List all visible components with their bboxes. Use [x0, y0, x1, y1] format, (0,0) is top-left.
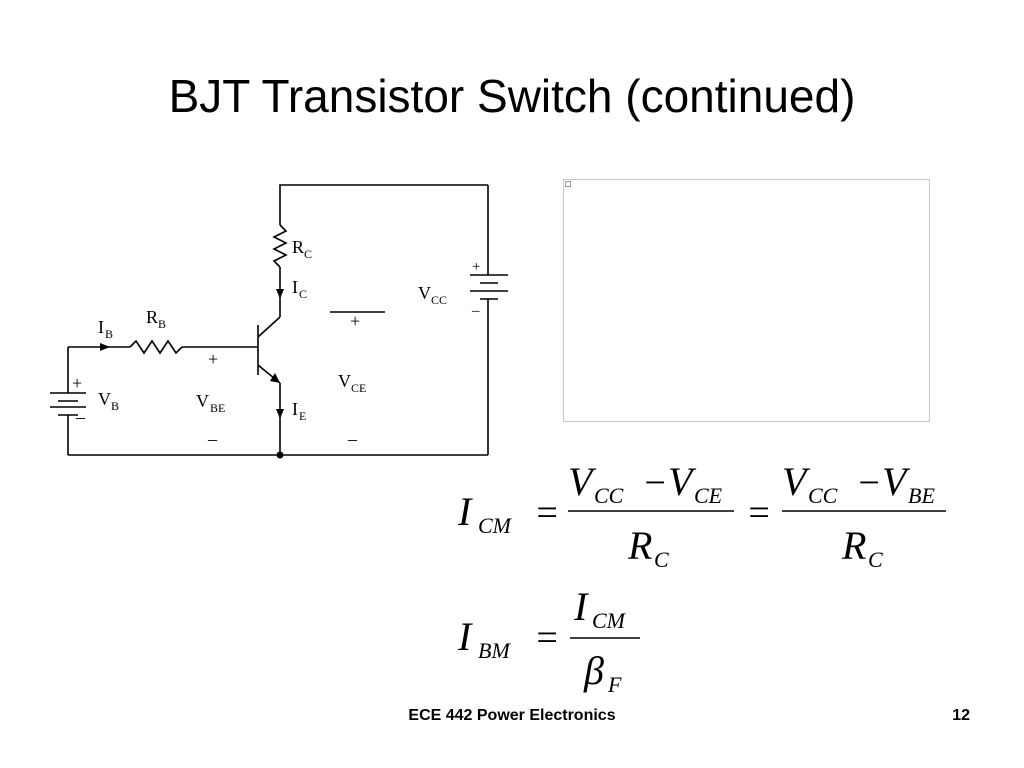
bjt-switch-circuit-diagram: I B R B + – V B + V BE – R C I C I E + V…: [40, 175, 520, 465]
eq-icm-num1b-sub: CE: [694, 483, 723, 508]
label-vbe-sub: BE: [210, 401, 225, 415]
equation-ibm-svg: I BM = I CM β F: [457, 590, 640, 697]
footer-course-name: ECE 442 Power Electronics: [408, 707, 616, 724]
label-ib-sub: B: [105, 327, 113, 341]
arrow-emitter: [270, 373, 280, 383]
eq-icm-num2b-sub: BE: [908, 483, 935, 508]
label-vce-plus: +: [350, 311, 360, 331]
equation-ibm: I BM = I CM β F: [450, 590, 650, 700]
eq-ibm-num-i: I: [573, 590, 589, 629]
label-rc: R: [292, 237, 304, 257]
eq-icm-den2-r: R: [841, 523, 866, 568]
label-ib: I: [98, 317, 104, 337]
eq-icm-equals-2: =: [746, 492, 772, 534]
transistor-collector-leg: [257, 316, 281, 338]
label-vb-minus: –: [75, 407, 86, 427]
label-ie-sub: E: [299, 409, 306, 423]
eq-icm-num2b-v: V: [882, 459, 911, 504]
label-rb-sub: B: [158, 317, 166, 331]
equation-icm: I CM = V CC − V CE R C = V CC − V BE R C: [450, 455, 960, 575]
eq-icm-equals-1: =: [534, 492, 560, 534]
resistor-rb: [129, 339, 183, 355]
slide-title: BJT Transistor Switch (continued): [168, 70, 856, 122]
arrow-ib: [100, 343, 110, 351]
eq-ibm-equals: =: [534, 617, 560, 659]
eq-icm-num1-minus: −: [642, 462, 668, 504]
eq-icm-den2-sub: C: [868, 547, 883, 572]
eq-ibm-num-sub: CM: [592, 608, 627, 633]
eq-icm-lhs-sub: CM: [478, 513, 513, 538]
footer-page-number: 12: [952, 707, 970, 724]
label-vcc: V: [418, 283, 431, 303]
label-rc-sub: C: [304, 247, 312, 261]
eq-ibm-den-beta: β: [583, 648, 604, 693]
arrow-ic: [276, 289, 284, 299]
eq-icm-num2-sub: CC: [808, 483, 838, 508]
eq-icm-num2-minus: −: [856, 462, 882, 504]
label-ic: I: [292, 277, 298, 297]
label-rb: R: [146, 307, 158, 327]
eq-icm-den1-sub: C: [654, 547, 669, 572]
label-vbe-plus: +: [208, 349, 218, 369]
label-vb-sub: B: [111, 399, 119, 413]
label-ic-sub: C: [299, 287, 307, 301]
label-vce: V: [338, 371, 351, 391]
label-vbe: V: [196, 391, 209, 411]
label-ie: I: [292, 399, 298, 419]
eq-icm-num2-v: V: [782, 459, 811, 504]
equation-icm-svg: I CM = V CC − V CE R C = V CC − V BE R C: [457, 459, 946, 572]
eq-icm-num1-sub: CC: [594, 483, 624, 508]
label-vce-minus: –: [347, 429, 358, 449]
eq-icm-num1b-v: V: [668, 459, 697, 504]
label-vcc-sub: CC: [431, 293, 447, 307]
label-vbe-minus: –: [207, 429, 218, 449]
image-placeholder: [563, 179, 930, 422]
eq-ibm-den-sub: F: [607, 672, 622, 697]
circuit-schematic: I B R B + – V B + V BE – R C I C I E + V…: [50, 184, 508, 459]
wire-rc-top: [279, 184, 488, 225]
eq-icm-lhs: I: [457, 489, 473, 534]
label-vb: V: [98, 389, 111, 409]
broken-image-icon: [565, 181, 571, 187]
label-vcc-plus: +: [472, 259, 480, 275]
label-vb-plus: +: [72, 373, 82, 393]
label-vcc-minus: –: [471, 303, 480, 319]
label-vce-sub: CE: [351, 381, 366, 395]
resistor-rc: [272, 224, 288, 268]
arrow-ie: [276, 409, 284, 419]
eq-icm-den1-r: R: [627, 523, 652, 568]
eq-ibm-lhs-sub: BM: [478, 638, 511, 663]
eq-ibm-lhs: I: [457, 614, 473, 659]
junction-dot: [276, 451, 284, 459]
eq-icm-num1-v: V: [568, 459, 597, 504]
